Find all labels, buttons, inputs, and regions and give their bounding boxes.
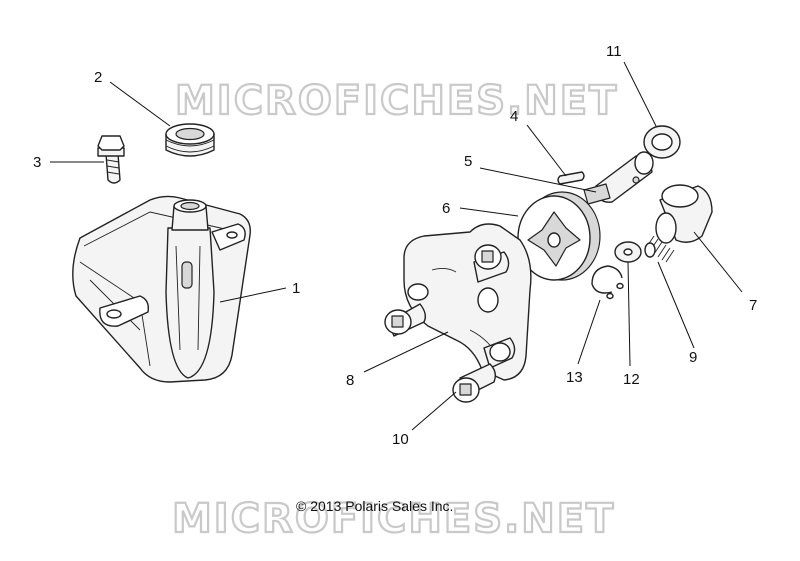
- callout-9: 9: [689, 349, 697, 366]
- part-8-pump-cover: [384, 223, 532, 381]
- part-13-snap-ring: [591, 265, 624, 300]
- part-5-drive-shaft: [583, 151, 654, 205]
- callout-8: 8: [346, 372, 354, 389]
- callout-1: 1: [292, 280, 300, 297]
- part-12-washer: [614, 241, 642, 263]
- callout-10: 10: [392, 431, 409, 448]
- watermark-bottom: MICROFICHES.NET: [172, 496, 615, 542]
- callout-13: 13: [566, 369, 583, 386]
- callout-4: 4: [510, 108, 518, 125]
- part-2-plug: [165, 123, 215, 157]
- part-4-pin: [557, 171, 585, 185]
- part-10-socket-bolt: [452, 363, 497, 403]
- part-11-washer: [643, 125, 681, 159]
- callout-3: 3: [33, 154, 41, 171]
- copyright-notice: © 2013 Polaris Sales Inc.: [296, 498, 453, 514]
- callout-11: 11: [606, 43, 622, 60]
- part-1-strainer-housing: [72, 195, 251, 383]
- callout-5: 5: [464, 153, 472, 170]
- callout-2: 2: [94, 69, 102, 86]
- watermark-top: MICROFICHES.NET: [175, 78, 618, 124]
- leader-lines: [50, 61, 743, 431]
- callout-6: 6: [442, 200, 450, 217]
- part-6-rotor: [517, 191, 601, 281]
- callout-12: 12: [623, 371, 640, 388]
- part-7-cap: [655, 184, 713, 244]
- part-9-spring: [644, 235, 675, 263]
- callout-7: 7: [749, 297, 757, 314]
- part-3-bolt: [97, 135, 125, 184]
